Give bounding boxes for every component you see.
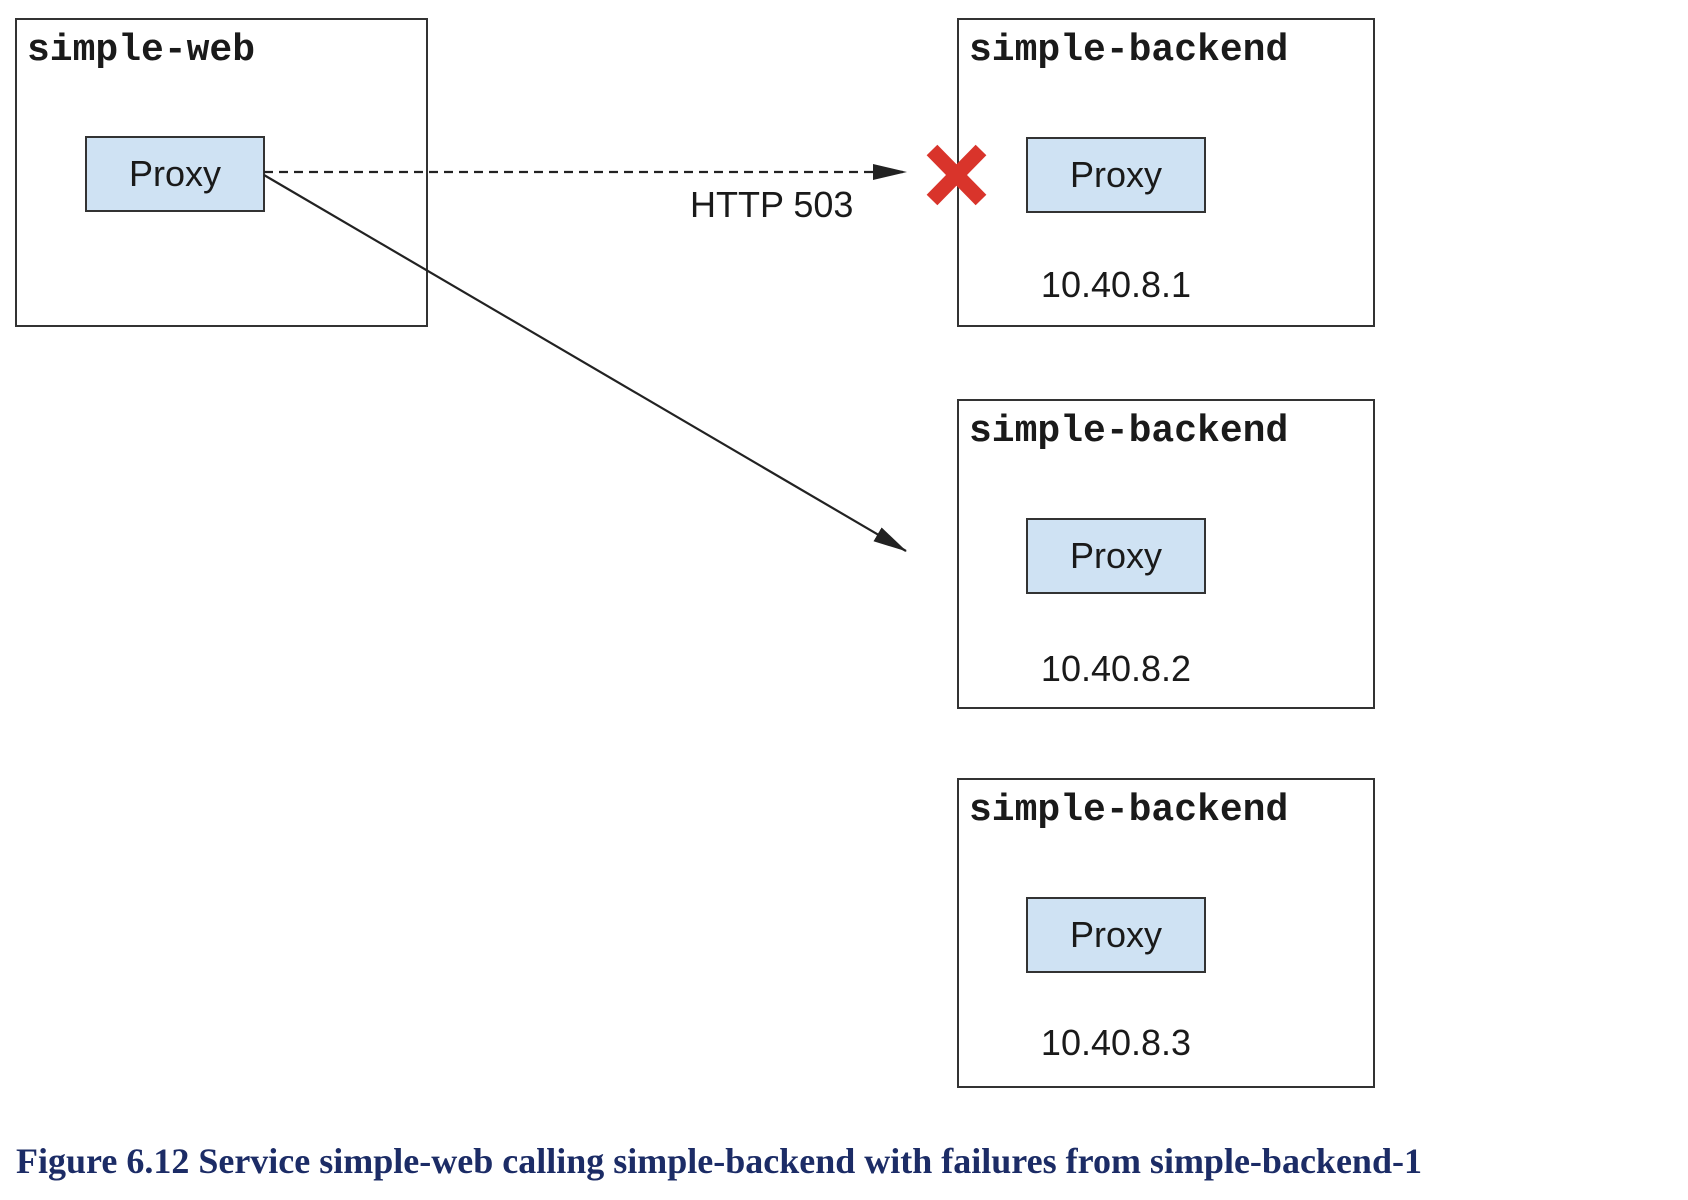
backend-3-ip: 10.40.8.3 <box>1040 1022 1192 1063</box>
figure-caption: Figure 6.12 Service simple-web calling s… <box>16 1141 1422 1181</box>
backend-3-service-box: simple-backend Proxy 10.40.8.3 <box>957 778 1375 1088</box>
backend-1-proxy: Proxy <box>1026 137 1206 213</box>
simple-web-title: simple-web <box>27 29 256 72</box>
failure-x-icon <box>926 144 987 206</box>
backend-1-ip: 10.40.8.1 <box>1040 264 1192 305</box>
backend-2-title: simple-backend <box>969 410 1289 453</box>
backend-3-title: simple-backend <box>969 789 1289 832</box>
backend-1-title: simple-backend <box>969 29 1289 72</box>
retry-call-arrow <box>263 174 907 552</box>
backend-2-ip: 10.40.8.2 <box>1040 648 1192 689</box>
simple-web-proxy: Proxy <box>85 136 265 212</box>
backend-1-service-box: simple-backend Proxy 10.40.8.1 <box>957 18 1375 327</box>
backend-2-proxy: Proxy <box>1026 518 1206 594</box>
backend-2-service-box: simple-backend Proxy 10.40.8.2 <box>957 399 1375 709</box>
http-503-label: HTTP 503 <box>690 184 854 225</box>
backend-3-proxy: Proxy <box>1026 897 1206 973</box>
